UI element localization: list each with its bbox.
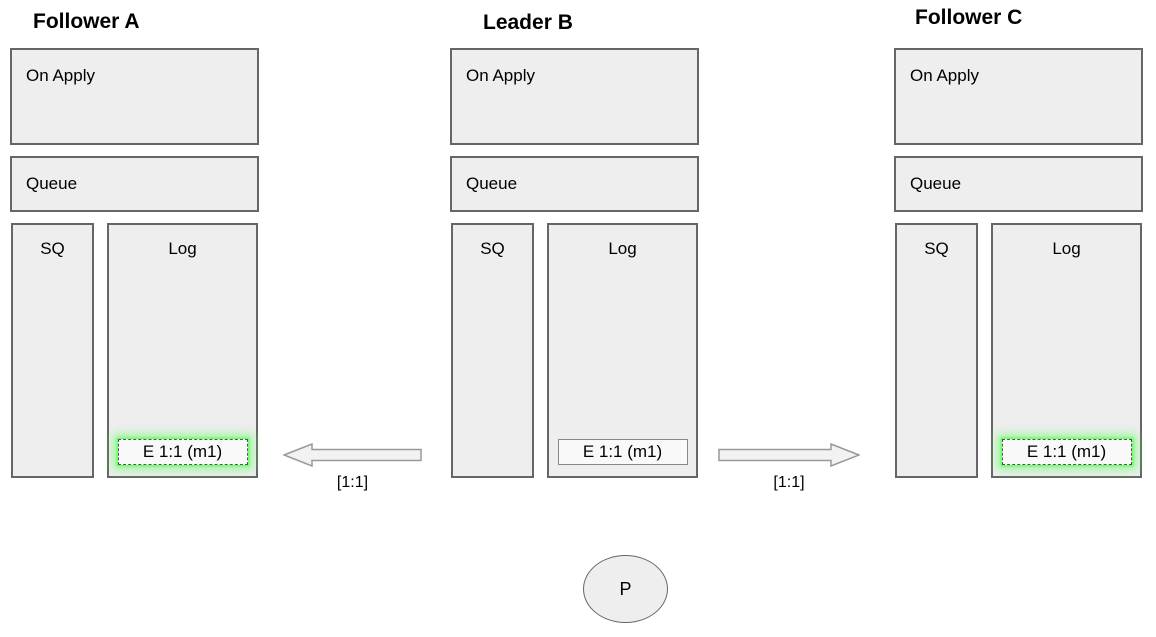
sq-box: SQ bbox=[895, 223, 978, 478]
queue-box: Queue bbox=[10, 156, 259, 212]
sq-box: SQ bbox=[11, 223, 94, 478]
on-apply-box: On Apply bbox=[10, 48, 259, 145]
node-follower-a: On Apply Queue SQ Log E 1:1 (m1) bbox=[10, 0, 259, 637]
queue-box: Queue bbox=[894, 156, 1143, 212]
queue-label: Queue bbox=[466, 174, 518, 193]
log-label: Log bbox=[168, 239, 197, 258]
node-follower-c: On Apply Queue SQ Log E 1:1 (m1) bbox=[894, 0, 1143, 637]
arrow-label-right: [1:1] bbox=[773, 474, 805, 491]
on-apply-label: On Apply bbox=[26, 66, 95, 85]
sq-label: SQ bbox=[40, 239, 65, 258]
log-box: Log E 1:1 (m1) bbox=[547, 223, 698, 478]
sq-box: SQ bbox=[451, 223, 534, 478]
log-box: Log E 1:1 (m1) bbox=[107, 223, 258, 478]
log-entry-replicated: E 1:1 (m1) bbox=[1001, 439, 1132, 465]
on-apply-box: On Apply bbox=[450, 48, 699, 145]
node-title-leader-b: Leader B bbox=[483, 11, 573, 34]
proposer-ellipse: P bbox=[583, 555, 668, 623]
on-apply-label: On Apply bbox=[910, 66, 979, 85]
node-title-follower-c: Follower C bbox=[915, 6, 1023, 29]
sq-label: SQ bbox=[480, 239, 505, 258]
proposer-label: P bbox=[619, 578, 632, 599]
on-apply-label: On Apply bbox=[466, 66, 535, 85]
log-label: Log bbox=[608, 239, 637, 258]
sq-label: SQ bbox=[924, 239, 949, 258]
node-title-follower-a: Follower A bbox=[33, 10, 140, 33]
log-box: Log E 1:1 (m1) bbox=[991, 223, 1142, 478]
queue-box: Queue bbox=[450, 156, 699, 212]
log-entry-leader: E 1:1 (m1) bbox=[557, 439, 688, 465]
arrow-label-left: [1:1] bbox=[336, 474, 369, 491]
log-label: Log bbox=[1052, 239, 1081, 258]
replication-arrow-right-icon bbox=[718, 443, 860, 467]
on-apply-box: On Apply bbox=[894, 48, 1143, 145]
log-entry-replicated: E 1:1 (m1) bbox=[117, 439, 248, 465]
queue-label: Queue bbox=[910, 174, 962, 193]
queue-label: Queue bbox=[26, 174, 78, 193]
replication-arrow-left-icon bbox=[283, 443, 422, 467]
node-leader-b: On Apply Queue SQ Log E 1:1 (m1) bbox=[450, 0, 699, 637]
